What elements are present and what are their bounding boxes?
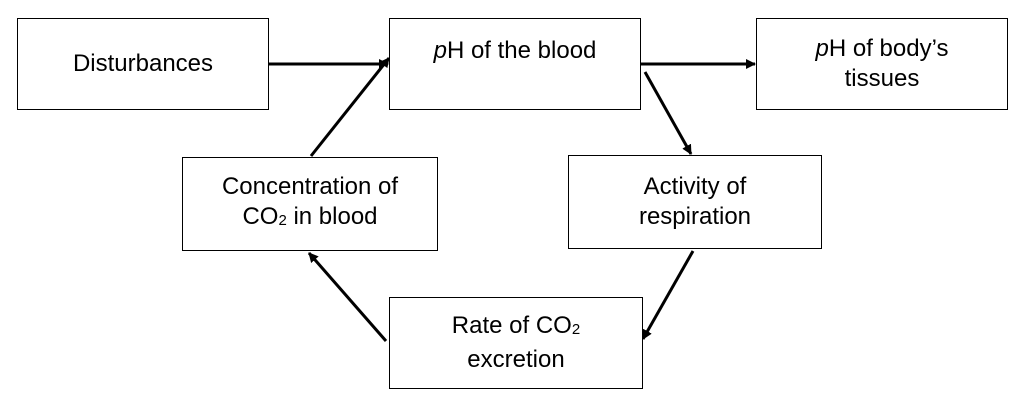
blood-ph-italic-p: p — [433, 37, 447, 64]
co2-excretion-label: Rate of CO2 excretion — [452, 311, 580, 375]
co2-concentration-post: in blood — [286, 203, 378, 230]
co2-excretion-subscript: 2 — [571, 321, 581, 338]
respiration-activity-line1: Activity of — [643, 173, 747, 200]
co2-excretion-line1: Rate of CO2 — [452, 311, 580, 345]
co2-concentration-line2: CO2 in blood — [222, 202, 398, 236]
disturbances-box: Disturbances — [17, 18, 269, 110]
respiration-activity-line2: respiration — [638, 203, 752, 230]
co2-excretion-box: Rate of CO2 excretion — [389, 297, 643, 389]
co2-excretion-pre: Rate of CO — [451, 312, 572, 339]
blood-ph-rest: H of the blood — [446, 37, 597, 64]
co2-concentration-label: Concentration of CO2 in blood — [222, 172, 398, 236]
arrow-concentration-to-blood-ph — [309, 57, 391, 157]
co2-concentration-box: Concentration of CO2 in blood — [182, 157, 438, 251]
tissue-ph-box: pH of body’s tissues — [756, 18, 1008, 110]
tissue-ph-line1-rest: H of body’s — [828, 35, 949, 62]
disturbances-label: Disturbances — [72, 50, 214, 77]
co2-concentration-subscript: 2 — [278, 212, 287, 229]
blood-ph-box: pH of the blood — [389, 18, 641, 110]
respiration-activity-label: Activity of respiration — [639, 172, 751, 232]
arrow-rate-to-concentration — [307, 252, 388, 342]
co2-excretion-line2: excretion — [467, 346, 565, 373]
arrow-respiration-to-rate — [641, 250, 695, 340]
tissue-ph-line1: pH of body’s — [816, 34, 949, 64]
co2-concentration-line1: Concentration of — [221, 173, 399, 200]
tissue-ph-italic-p: p — [815, 35, 829, 62]
respiration-activity-box: Activity of respiration — [568, 155, 822, 249]
arrow-blood-ph-to-respiration — [643, 71, 693, 155]
tissue-ph-label: pH of body’s tissues — [816, 34, 949, 94]
co2-concentration-co: CO — [242, 203, 279, 230]
tissue-ph-line2: tissues — [844, 65, 920, 92]
blood-ph-label: pH of the blood — [434, 36, 597, 66]
